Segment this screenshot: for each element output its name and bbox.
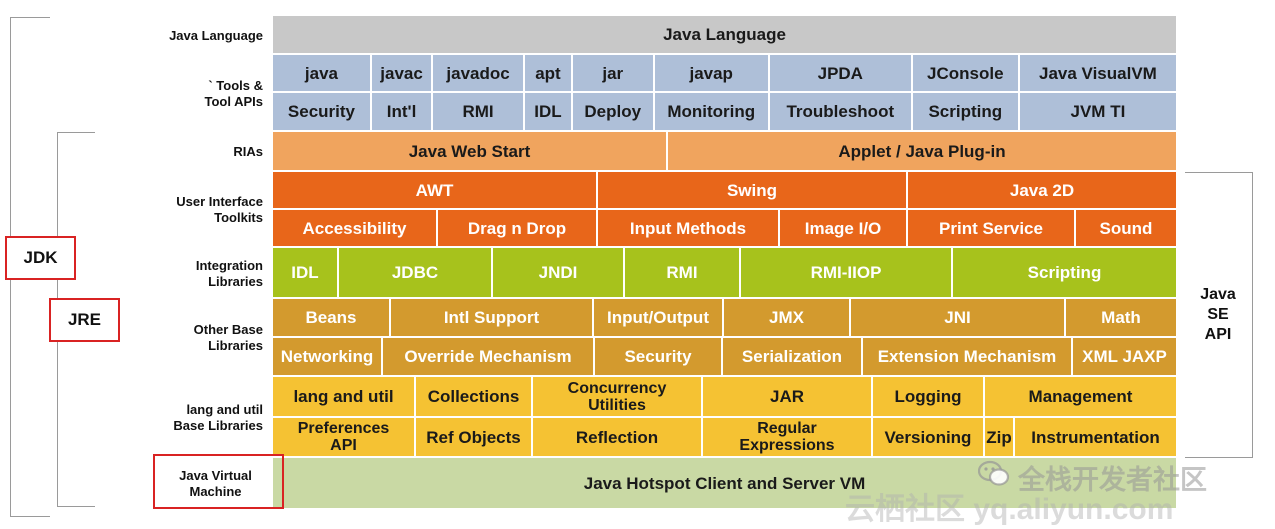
component-regular-expressions: Regular Expressions [703, 418, 873, 458]
component-scripting: Scripting [953, 248, 1178, 299]
component-idl: IDL [525, 93, 573, 132]
component-preferences-api: Preferences API [273, 418, 416, 458]
component-accessibility: Accessibility [273, 210, 438, 248]
component-java: java [273, 55, 372, 93]
component-jar: jar [572, 55, 655, 93]
component-collections: Collections [416, 377, 533, 418]
component-lang-and-util: lang and util [273, 377, 416, 418]
brand-watermark: 全栈开发者社区 [977, 458, 1207, 497]
component-monitoring: Monitoring [654, 93, 770, 132]
component-javadoc: javadoc [433, 55, 525, 93]
row-label-tools-tool-apis: ` Tools & Tool APIs [204, 77, 264, 109]
component-jndi: JNDI [493, 248, 625, 299]
component-applet-java-plug-in: Applet / Java Plug-in [668, 132, 1178, 172]
brand-text: 全栈开发者社区 [1018, 465, 1207, 495]
row-label-integration-libraries: Integration Libraries [195, 257, 263, 289]
component-javac: javac [371, 55, 434, 93]
component-beans: Beans [273, 299, 391, 338]
jre-label: JRE [49, 298, 120, 342]
jvm-highlight-box [153, 454, 284, 509]
component-idl: IDL [273, 248, 339, 299]
component-security: Security [273, 93, 372, 132]
component-awt: AWT [273, 172, 598, 210]
component-override-mechanism: Override Mechanism [383, 338, 595, 377]
component-serialization: Serialization [723, 338, 863, 377]
component-image-i-o: Image I/O [780, 210, 908, 248]
component-jmx: JMX [724, 299, 851, 338]
component-rmi: RMI [433, 93, 525, 132]
component-java-hotspot-client-and-server-vm: Java Hotspot Client and Server VM [273, 458, 1178, 510]
component-networking: Networking [273, 338, 383, 377]
wechat-icon [977, 460, 1010, 495]
component-logging: Logging [873, 377, 985, 418]
component-input-methods: Input Methods [598, 210, 780, 248]
component-jni: JNI [851, 299, 1066, 338]
row-label-java-virtual-machine: Java Virtual Machine [179, 468, 252, 499]
component-zip: Zip [985, 418, 1015, 458]
component-intl-support: Intl Support [391, 299, 594, 338]
component-scripting: Scripting [912, 93, 1020, 132]
component-jpda: JPDA [769, 55, 913, 93]
component-input-output: Input/Output [594, 299, 724, 338]
component-instrumentation: Instrumentation [1015, 418, 1178, 458]
java-se-api-label: Java SE API [1190, 282, 1246, 348]
component-rmi-iiop: RMI-IIOP [741, 248, 953, 299]
jdk-label: JDK [5, 236, 76, 280]
component-xml-jaxp: XML JAXP [1073, 338, 1178, 377]
row-label-rias: RIAs [233, 144, 263, 159]
component-concurrency-utilities: Concurrency Utilities [533, 377, 703, 418]
component-print-service: Print Service [908, 210, 1076, 248]
component-reflection: Reflection [533, 418, 703, 458]
component-javap: javap [654, 55, 770, 93]
component-jar: JAR [703, 377, 873, 418]
component-java-2d: Java 2D [908, 172, 1178, 210]
row-label-other-base-libraries: Other Base Libraries [193, 322, 263, 353]
component-security: Security [595, 338, 723, 377]
component-jdbc: JDBC [339, 248, 493, 299]
component-jconsole: JConsole [912, 55, 1020, 93]
component-versioning: Versioning [873, 418, 985, 458]
row-label-user-interface-toolkits: User Interface Toolkits [176, 194, 263, 225]
component-swing: Swing [598, 172, 908, 210]
component-troubleshoot: Troubleshoot [769, 93, 913, 132]
component-rmi: RMI [625, 248, 741, 299]
component-java-web-start: Java Web Start [273, 132, 668, 172]
row-label-lang-and-util-base-libraries: lang and util Base Libraries [173, 401, 263, 433]
row-label-java-language: Java Language [169, 27, 263, 43]
component-jvm-ti: JVM TI [1019, 93, 1178, 132]
component-ref-objects: Ref Objects [416, 418, 533, 458]
component-management: Management [985, 377, 1178, 418]
component-java-language: Java Language [273, 16, 1178, 55]
component-math: Math [1066, 299, 1178, 338]
site-watermark: 云栖社区 yq.aliyun.com [845, 493, 1174, 526]
component-apt: apt [525, 55, 573, 93]
component-java-visualvm: Java VisualVM [1019, 55, 1178, 93]
component-drag-n-drop: Drag n Drop [438, 210, 598, 248]
java-se-api-bracket [1185, 172, 1253, 458]
component-sound: Sound [1076, 210, 1178, 248]
component-deploy: Deploy [572, 93, 655, 132]
component-int-l: Int'l [371, 93, 434, 132]
component-extension-mechanism: Extension Mechanism [863, 338, 1073, 377]
